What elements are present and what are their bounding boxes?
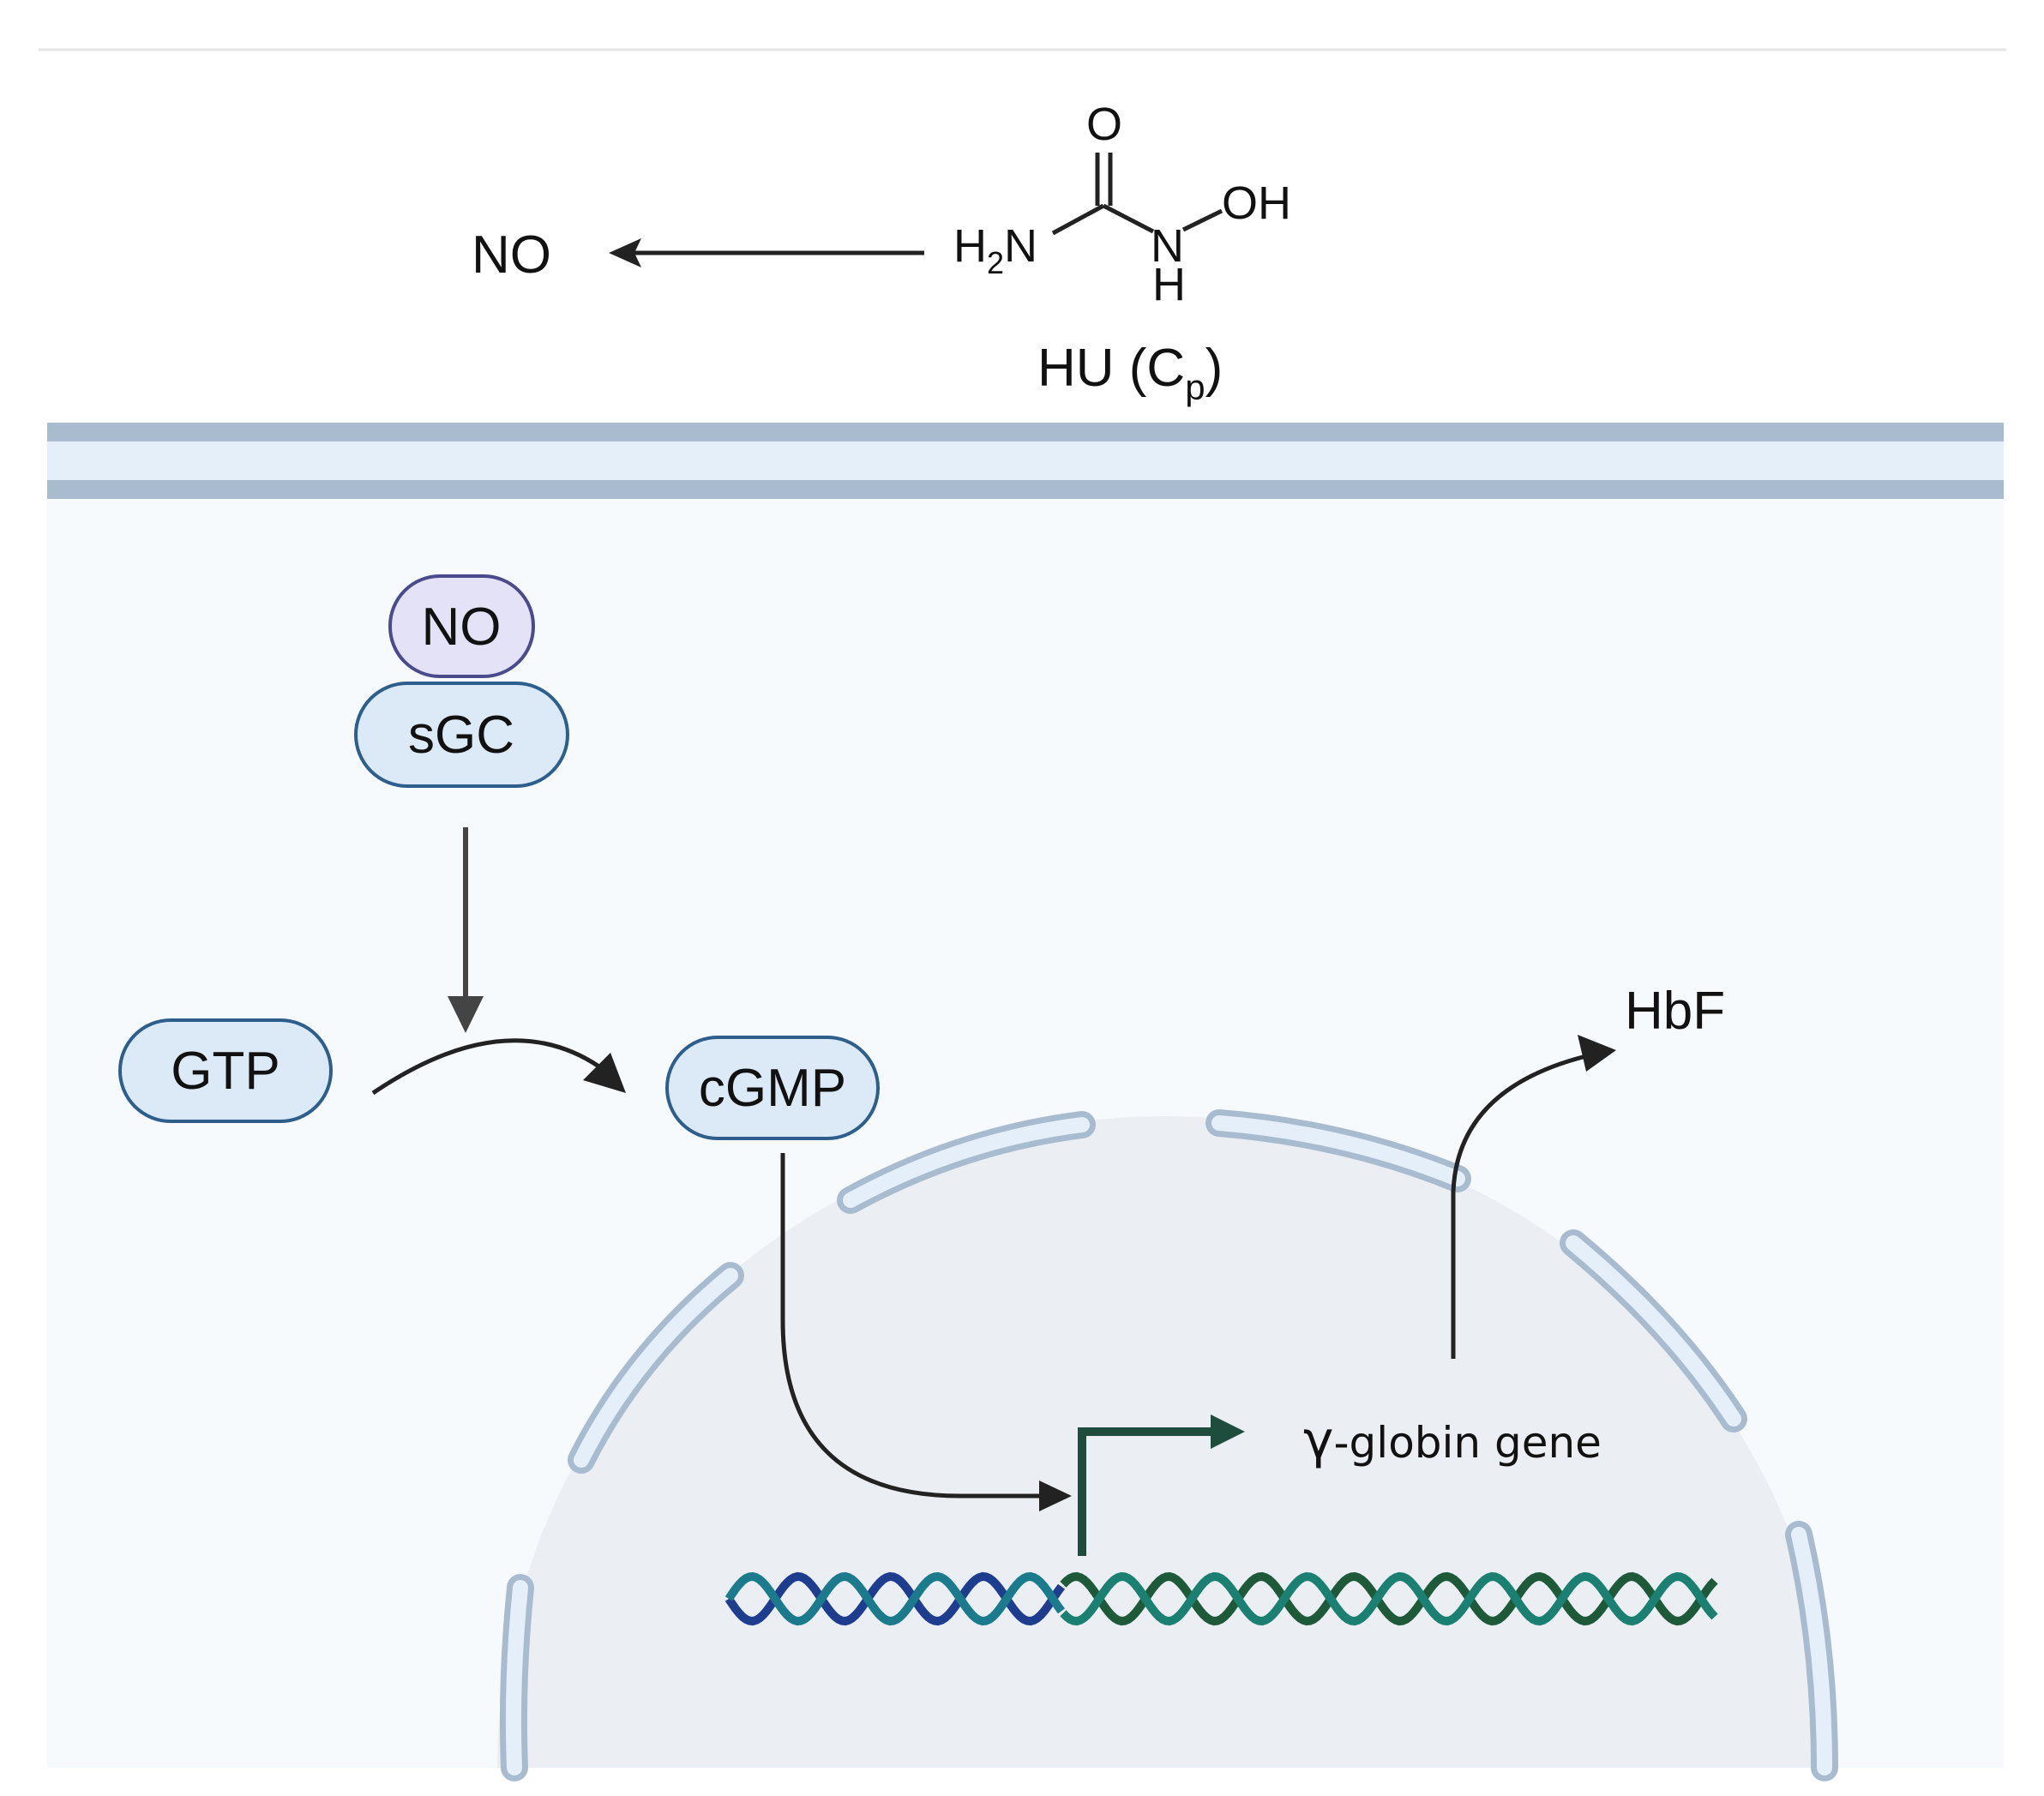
gtp-label: GTP bbox=[171, 1042, 280, 1101]
amine-label: H2N bbox=[953, 220, 1037, 280]
no-pill-label: NO bbox=[422, 598, 502, 657]
nuclear-envelope bbox=[499, 1109, 1838, 1781]
nucleus bbox=[497, 1109, 1838, 1781]
promoter-arrow bbox=[1078, 1415, 1245, 1556]
hu-label: HU (Cp) bbox=[1037, 339, 1223, 407]
hu-to-no-arrow bbox=[609, 238, 924, 267]
hydroxyurea-structure: O H2N N H OH bbox=[953, 99, 1291, 310]
dna-helix bbox=[724, 1571, 1718, 1626]
carbonyl-oxygen-label: O bbox=[1086, 99, 1122, 150]
cgmp-pill: cGMP bbox=[665, 1036, 880, 1140]
gamma-globin-gene-label: γ-globin gene bbox=[1303, 1410, 1602, 1470]
cell-membrane bbox=[47, 423, 2004, 499]
hydroxyl-label: OH bbox=[1222, 177, 1291, 229]
gtp-pill: GTP bbox=[118, 1018, 333, 1123]
no-label-outside: NO bbox=[472, 225, 551, 285]
nitrogen-label: N bbox=[1151, 220, 1184, 272]
nitrogen-hydrogen-label: H bbox=[1152, 259, 1186, 310]
cgmp-to-promoter-arrow bbox=[780, 1153, 1072, 1511]
gtp-to-cgmp-arrow bbox=[371, 1038, 626, 1096]
cgmp-label: cGMP bbox=[699, 1059, 846, 1118]
sgc-label: sGC bbox=[408, 706, 514, 765]
gene-to-hbf-arrow bbox=[1451, 1035, 1616, 1359]
hbf-label: HbF bbox=[1625, 982, 1725, 1041]
no-pill: NO bbox=[388, 574, 535, 678]
sgc-pill: sGC bbox=[354, 682, 569, 788]
sgc-to-reaction-arrow bbox=[448, 827, 484, 1033]
